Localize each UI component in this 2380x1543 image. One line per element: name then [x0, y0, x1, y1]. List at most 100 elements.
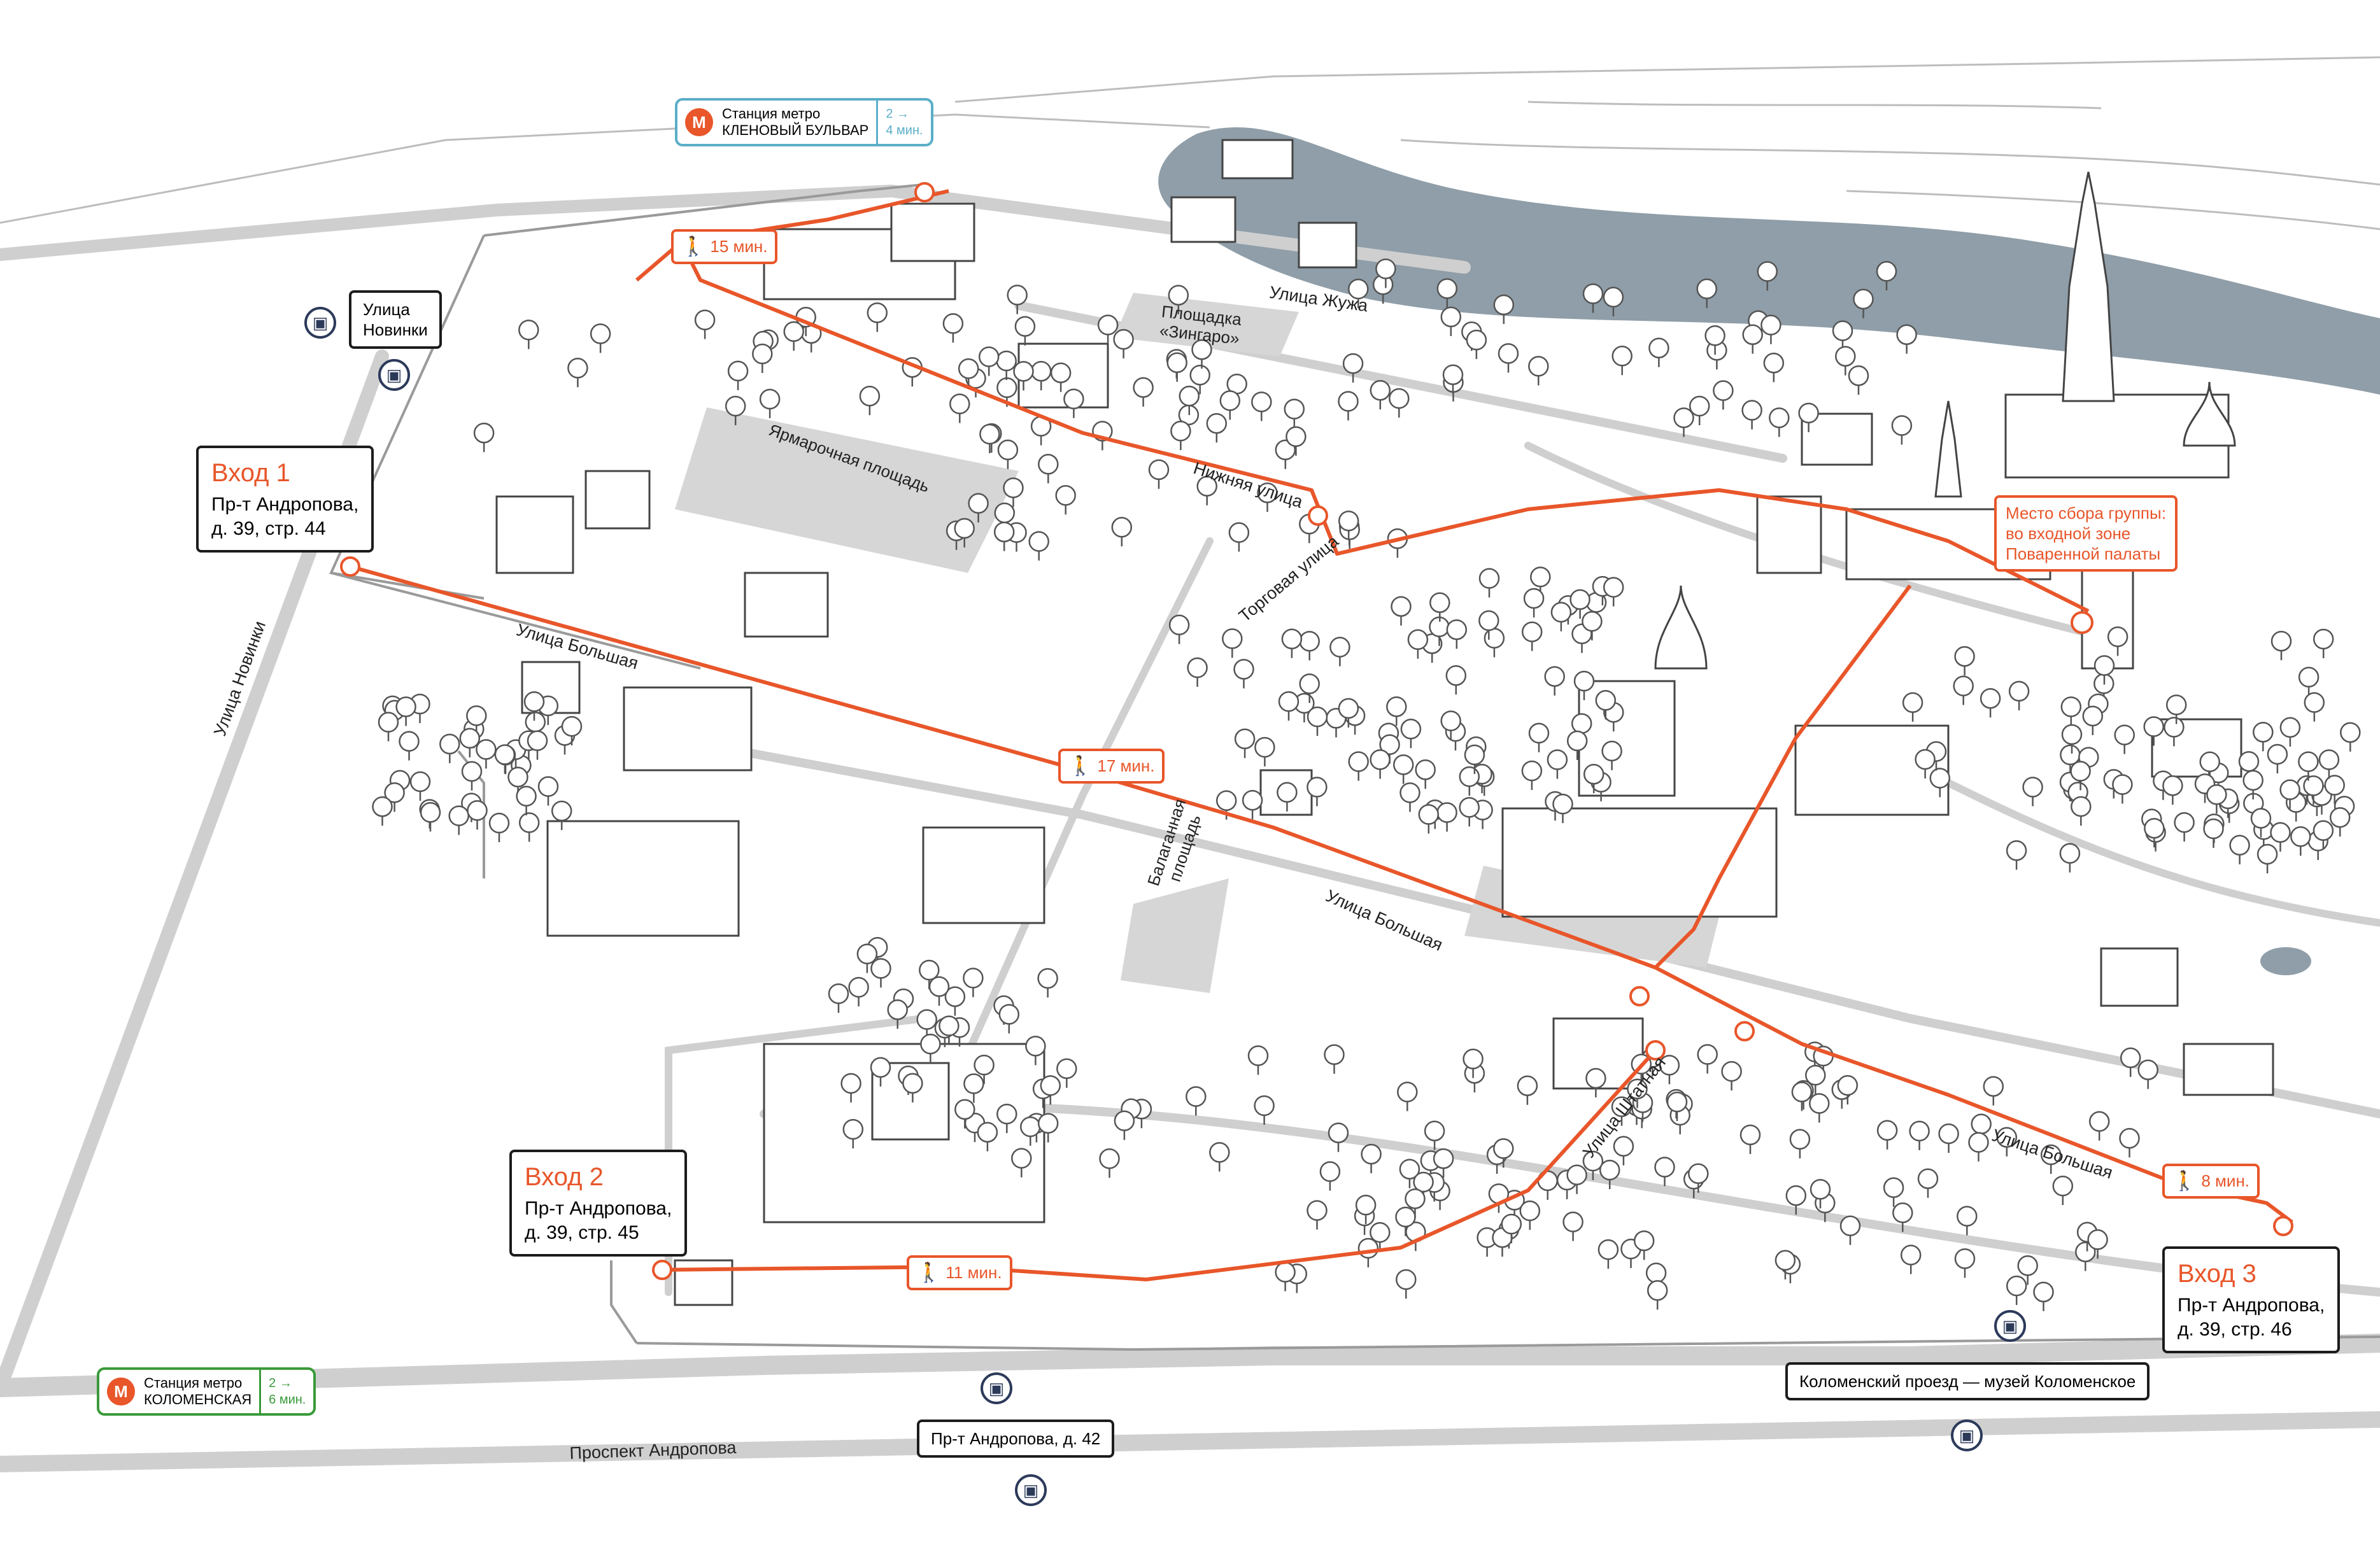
tree — [1791, 1082, 1813, 1103]
tree — [1742, 324, 1763, 345]
tree — [1399, 782, 1420, 803]
tree — [1168, 285, 1189, 306]
metro-label: Станция метро — [144, 1375, 243, 1391]
metro-label: Станция метро — [722, 106, 821, 122]
tree — [997, 439, 1019, 461]
tree — [2256, 843, 2278, 865]
tree — [783, 321, 804, 342]
tree — [759, 388, 781, 410]
bus-icon[interactable]: ▣ — [1951, 1420, 1983, 1451]
entrance-1-callout[interactable]: Вход 1 Пр-т Андропова, д. 39, стр. 44 — [196, 446, 374, 553]
tree — [727, 360, 749, 382]
tree — [2006, 840, 2027, 861]
tree — [1929, 768, 1951, 789]
tree — [1020, 1116, 1041, 1138]
tree — [2298, 751, 2319, 772]
tree — [1338, 391, 1359, 412]
tree — [1713, 380, 1734, 401]
tree — [1168, 614, 1190, 636]
tree — [1478, 610, 1499, 631]
tree — [2143, 716, 2164, 737]
tree — [2318, 749, 2340, 770]
tree — [2022, 777, 2043, 798]
tree — [1459, 766, 1480, 787]
tree — [954, 518, 975, 539]
tree — [1645, 1262, 1667, 1284]
entrance-address-line1: Пр-т Андропова, — [2178, 1295, 2325, 1316]
tree — [1429, 592, 1450, 613]
tree — [1741, 400, 1762, 421]
tree — [1478, 568, 1500, 589]
entrance-3-callout[interactable]: Вход 3 Пр-т Андропова, д. 39, стр. 46 — [2162, 1246, 2341, 1353]
tree — [1760, 314, 1781, 335]
tree — [1528, 722, 1550, 744]
tree — [1324, 1044, 1345, 1066]
tree — [1007, 285, 1028, 306]
tree — [1569, 589, 1590, 610]
tree — [1299, 673, 1320, 694]
tree — [1397, 1082, 1418, 1103]
tree — [1299, 631, 1320, 652]
tree — [1348, 751, 1369, 772]
tree — [1392, 754, 1414, 775]
tree — [2313, 628, 2334, 650]
tree — [2114, 724, 2135, 745]
tree — [1688, 1163, 1709, 1185]
bus-icon[interactable]: ▣ — [304, 307, 336, 339]
tree — [1400, 719, 1422, 740]
metro-name: КОЛОМЕНСКАЯ — [144, 1392, 252, 1407]
metro-time-arrow: 2 → — [269, 1376, 292, 1390]
entrance-address-line2: д. 39, стр. 44 — [211, 518, 326, 539]
assembly-point-callout[interactable]: Место сбора группы: во входной зоне Пова… — [1994, 495, 2178, 572]
tree — [527, 730, 548, 751]
tree — [1980, 687, 2001, 709]
tree — [919, 959, 940, 981]
bus-stop-novinki[interactable]: Улица Новинки — [349, 290, 442, 349]
tree — [1233, 659, 1254, 680]
tree — [1436, 278, 1458, 299]
tree — [1113, 328, 1134, 350]
bus-stop-andropova-42[interactable]: Пр-т Андропова, д. 42 — [917, 1420, 1115, 1458]
tree — [1386, 696, 1407, 717]
tree — [998, 1004, 1020, 1025]
bus-icon[interactable]: ▣ — [1015, 1474, 1047, 1506]
tree — [1839, 1215, 1861, 1237]
tree — [1832, 320, 1853, 341]
tree — [2242, 770, 2263, 791]
tree — [942, 313, 964, 334]
tree — [2270, 630, 2292, 652]
tree — [1876, 261, 1897, 282]
entrance-2-callout[interactable]: Вход 2 Пр-т Андропова, д. 39, стр. 45 — [509, 1150, 688, 1257]
tree — [848, 976, 869, 998]
bus-stop-kolomensky[interactable]: Коломенский проезд — музей Коломенское — [1785, 1362, 2150, 1400]
bus-icon[interactable]: ▣ — [378, 359, 410, 391]
tree — [1876, 1120, 1898, 1141]
tree — [870, 958, 891, 979]
bus-icon[interactable]: ▣ — [1994, 1310, 2026, 1342]
route-central — [1654, 584, 1912, 969]
entrance-title: Вход 2 — [525, 1163, 604, 1191]
tree — [1370, 379, 1391, 401]
tree — [1547, 749, 1568, 770]
assembly-line3: Поваренной палаты — [2006, 544, 2161, 563]
route-markers — [340, 182, 2293, 1280]
tree — [1697, 1044, 1718, 1065]
tree — [2071, 796, 2092, 817]
tree — [1446, 619, 1468, 640]
bus-icon[interactable]: ▣ — [981, 1372, 1012, 1404]
tree — [1517, 1075, 1538, 1096]
tree — [996, 377, 1017, 398]
tree — [993, 521, 1015, 542]
tree — [1206, 412, 1228, 434]
tree — [1307, 1200, 1328, 1221]
tree — [954, 1099, 975, 1120]
tree — [1215, 790, 1237, 811]
tree — [518, 812, 540, 833]
tree — [459, 728, 481, 749]
tree — [2070, 761, 2091, 782]
tree — [2006, 1275, 2027, 1297]
tree — [1319, 1161, 1341, 1182]
